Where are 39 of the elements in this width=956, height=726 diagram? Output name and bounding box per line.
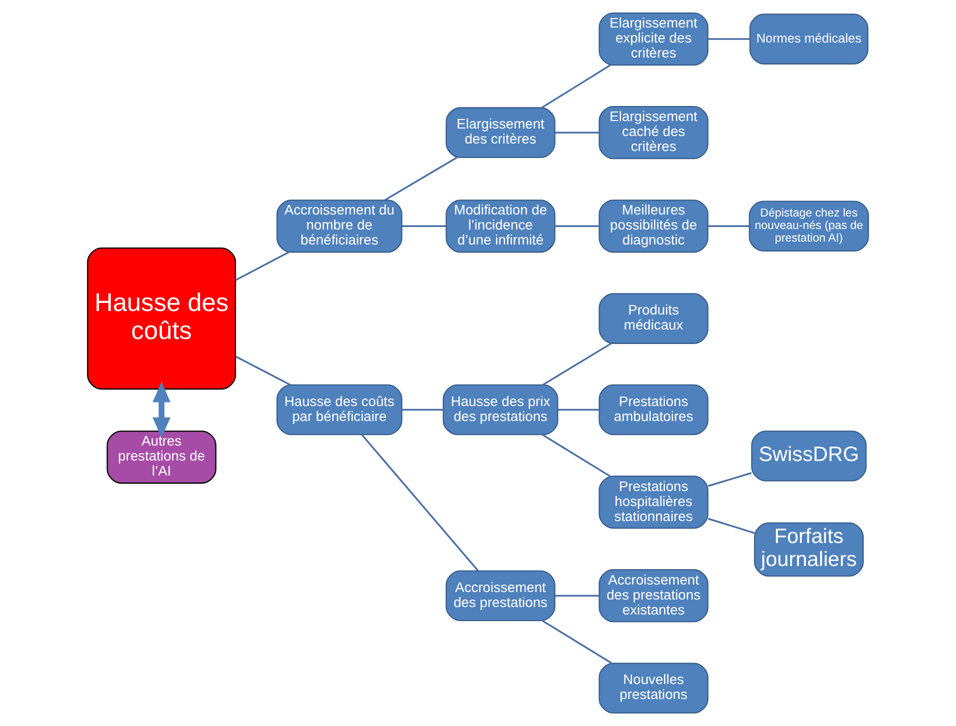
node-box: Accroissement du nombre de bénéficiaires <box>276 200 402 253</box>
connector <box>554 594 600 597</box>
node-box: Hausse des prix des prestations <box>442 384 558 436</box>
connector <box>235 251 290 281</box>
connector <box>708 38 750 40</box>
connector <box>542 434 610 477</box>
node-box: Elargissement caché des critères <box>598 106 708 160</box>
connector <box>384 156 458 201</box>
node-box: Dépistage chez les nouveau-nés (pas de prestation AI) <box>748 200 869 252</box>
node-box: Nouvelles prestations <box>598 662 708 714</box>
connector <box>708 518 755 534</box>
node-box: Forfaits journaliers <box>754 522 864 577</box>
node-box: Prestations hospitalières stationnaires <box>598 476 708 529</box>
connector <box>554 225 600 227</box>
arrow <box>152 382 170 438</box>
node-box: Hausse des coûts par bénéficiaire <box>276 384 402 436</box>
connector <box>542 342 612 386</box>
node-box: Produits médicaux <box>598 293 708 344</box>
connector <box>554 132 600 134</box>
node-box: Elargissement des critères <box>446 107 556 158</box>
connector <box>542 620 612 664</box>
node-box: Normes médicales <box>749 14 868 64</box>
node-box: SwissDRG <box>751 430 867 482</box>
connector <box>402 408 444 411</box>
node-box: Accroissement des prestations <box>446 570 556 622</box>
connector <box>235 356 291 386</box>
node-box: Modification de l’incidence d’une infirmité <box>446 200 556 253</box>
connector <box>708 225 750 227</box>
connector <box>558 408 600 411</box>
connector <box>402 225 446 227</box>
node-box: Meilleures possibilités de diagnostic <box>598 200 708 253</box>
connector <box>361 434 479 572</box>
node-box: Accroissement des prestations existantes <box>598 569 708 622</box>
node-box: Autres prestations de l’AI <box>106 430 216 484</box>
connector <box>708 472 752 487</box>
node-box: Elargissement explicite des critères <box>598 12 708 66</box>
node-box: Hausse des coûts <box>87 248 236 390</box>
connector <box>542 64 611 108</box>
node-box: Prestations ambulatoires <box>598 384 708 436</box>
